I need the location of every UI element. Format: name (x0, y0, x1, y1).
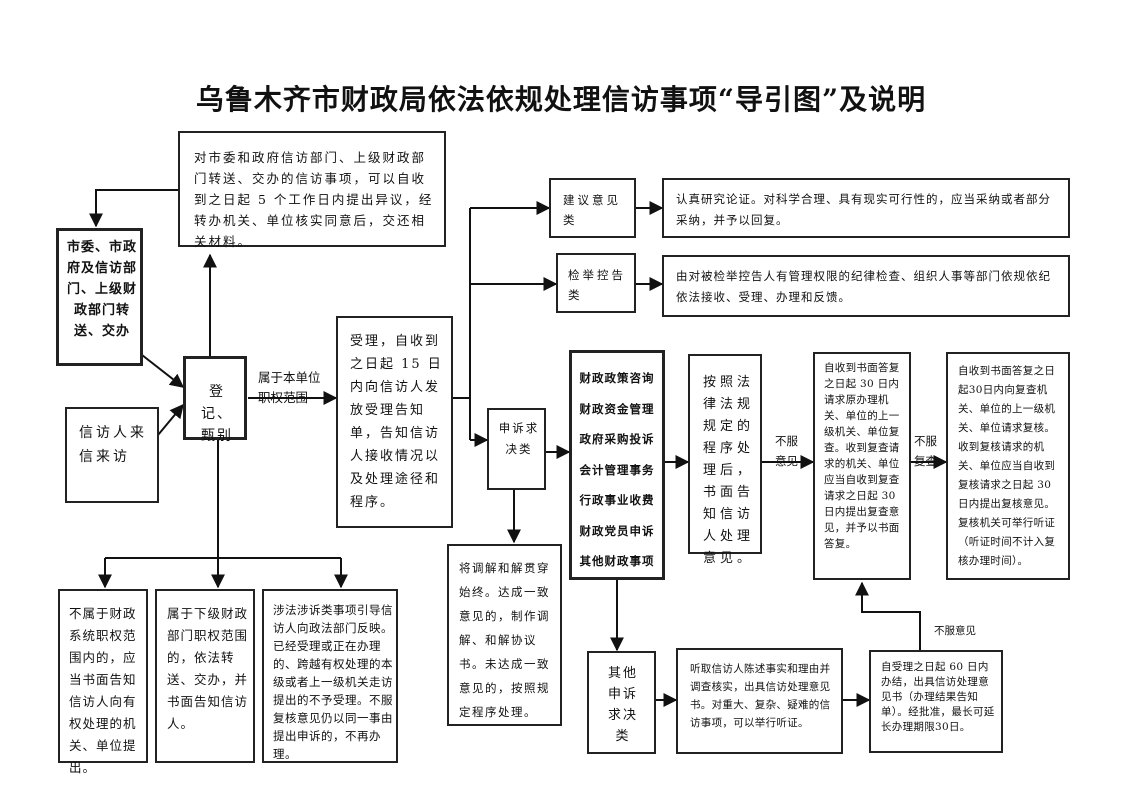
investigate-box: 听取信访人陈述事实和理由并调查核实，出具信访处理意见书。对重大、复杂、疑难的信访… (676, 648, 843, 754)
lower-level-text: 属于下级财政部门职权范围的，依法转送、交办，并书面告知信访人。 (167, 606, 249, 731)
fiscal-items-box: 财政政策咨询 财政资金管理 政府采购投诉 会计管理事务 行政事业收费 财政党员申… (569, 350, 665, 580)
list-item: 财政政策咨询 (579, 371, 655, 385)
deadline-text: 自受理之日起 60 日内办结，出具信访处理意见书（办理结果告知单）。经批准，最长… (881, 661, 995, 733)
suggestion-desc-box: 认真研究论证。对科学合理、具有现实可行性的，应当采纳或者部分采纳，并予以回复。 (662, 178, 1070, 238)
other-appeal-text: 其他申诉求决类 (607, 666, 638, 744)
list-item: 财政资金管理 (579, 401, 655, 416)
not-fiscal-box: 不属于财政系统职权范围内的，应当书面告知信访人向有权处理的机关、单位提出。 (58, 589, 148, 775)
legal-procedure-box: 按照法律法规规定的程序处理后，书面告知信访人处理意见。 (688, 354, 762, 566)
appeal-type-text: 申诉求决类 (498, 421, 540, 456)
mediation-text: 将调解和解贯穿始终。达成一致意见的，制作调解、和解协议书。未达成一致意见的，按照… (459, 561, 550, 719)
forward-note-text: 对市委和政府信访部门、上级财政部门转送、交办的信访事项，可以自收到之日起 5 个… (194, 150, 434, 249)
forward-note-box: 对市委和政府信访部门、上级财政部门转送、交办的信访事项，可以自收到之日起 5 个… (178, 131, 446, 249)
accept-box: 受理，自收到之日起 15 日内向信访人发放受理告知单，告知信访人接收情况以及处理… (336, 316, 453, 528)
register-text: 登记、甄别 (201, 384, 233, 444)
list-item: 政府采购投诉 (579, 432, 655, 446)
dissatisfied-review-label: 不服 复查 (914, 434, 937, 468)
lower-level-box: 属于下级财政部门职权范围的，依法转送、交办，并书面告知信访人。 (155, 589, 255, 763)
report-desc-text: 由对被检举控告人有管理权限的纪律检查、组织人事等部门依规依纪依法接收、受理、办理… (676, 269, 1051, 304)
report-desc-box: 由对被检举控告人有管理权限的纪律检查、组织人事等部门依规依纪依法接收、受理、办理… (662, 255, 1070, 317)
register-box: 登记、甄别 (183, 356, 247, 444)
arrow-note-to-source (89, 189, 178, 228)
suggestion-desc-text: 认真研究论证。对科学合理、具有现实可行性的，应当采纳或者部分采纳，并予以回复。 (676, 192, 1051, 227)
legal-box: 涉法涉诉类事项引导信访人向政法部门反映。已经受理或正在办理的、跨越有权处理的本级… (262, 589, 398, 763)
list-item: 其他财政事项 (579, 554, 655, 568)
suggestion-type-box: 建议意见类 (549, 178, 636, 238)
deadline-box: 自受理之日起 60 日内办结，出具信访处理意见书（办理结果告知单）。经批准，最长… (869, 650, 1003, 753)
in-scope-label: 属于本单位 职权范围 (258, 370, 321, 405)
dissatisfied-bottom-label: 不服意见 (934, 625, 976, 637)
appeal-type-box: 申诉求决类 (487, 408, 546, 490)
other-appeal-box: 其他申诉求决类 (587, 651, 656, 754)
source-forwarded-text: 市委、市政府及信访部门、上级财政部门转送、交办 (66, 240, 137, 339)
arrow-visit-to-register (157, 403, 184, 436)
mediation-box: 将调解和解贯穿始终。达成一致意见的，制作调解、和解协议书。未达成一致意见的，按照… (447, 544, 562, 726)
source-visit-box: 信访人来信来访 (65, 407, 159, 503)
report-type-box: 检举控告类 (556, 253, 636, 313)
source-visit-text: 信访人来信来访 (79, 425, 147, 465)
arrow-deadline-to-review (855, 581, 921, 650)
page-title: 乌鲁木齐市财政局依法依规处理信访事项“导引图”及说明 (195, 83, 927, 116)
recheck-text: 自收到书面答复之日起30日内向复查机关、单位的上一级机关、单位请求复核。收到复核… (958, 365, 1056, 567)
report-type-text: 检举控告类 (568, 268, 626, 302)
suggestion-type-text: 建议意见类 (563, 193, 621, 227)
list-item: 行政事业收费 (579, 493, 655, 507)
dissatisfied-opinion-label: 不服 意见 (775, 434, 798, 468)
recheck-box: 自收到书面答复之日起30日内向复查机关、单位的上一级机关、单位请求复核。收到复核… (946, 352, 1070, 580)
accept-text: 受理，自收到之日起 15 日内向信访人发放受理告知单，告知信访人接收情况以及处理… (350, 334, 443, 510)
review-text: 自收到书面答复之日起 30 日内请求原办理机关、单位的上一级机关、单位复查。收到… (824, 362, 900, 550)
legal-procedure-text: 按照法律法规规定的程序处理后，书面告知信访人处理意见。 (703, 375, 755, 566)
review-box: 自收到书面答复之日起 30 日内请求原办理机关、单位的上一级机关、单位复查。收到… (813, 352, 911, 580)
source-forwarded-box: 市委、市政府及信访部门、上级财政部门转送、交办 (56, 228, 143, 366)
list-item: 财政党员申诉 (579, 523, 655, 538)
not-fiscal-text: 不属于财政系统职权范围内的，应当书面告知信访人向有权处理的机关、单位提出。 (69, 606, 137, 775)
arrow-forwarded-to-register (141, 354, 185, 388)
list-item: 会计管理事务 (579, 462, 655, 477)
investigate-text: 听取信访人陈述事实和理由并调查核实，出具信访处理意见书。对重大、复杂、疑难的信访… (690, 663, 831, 729)
legal-text: 涉法涉诉类事项引导信访人向政法部门反映。已经受理或正在办理的、跨越有权处理的本级… (273, 603, 393, 761)
